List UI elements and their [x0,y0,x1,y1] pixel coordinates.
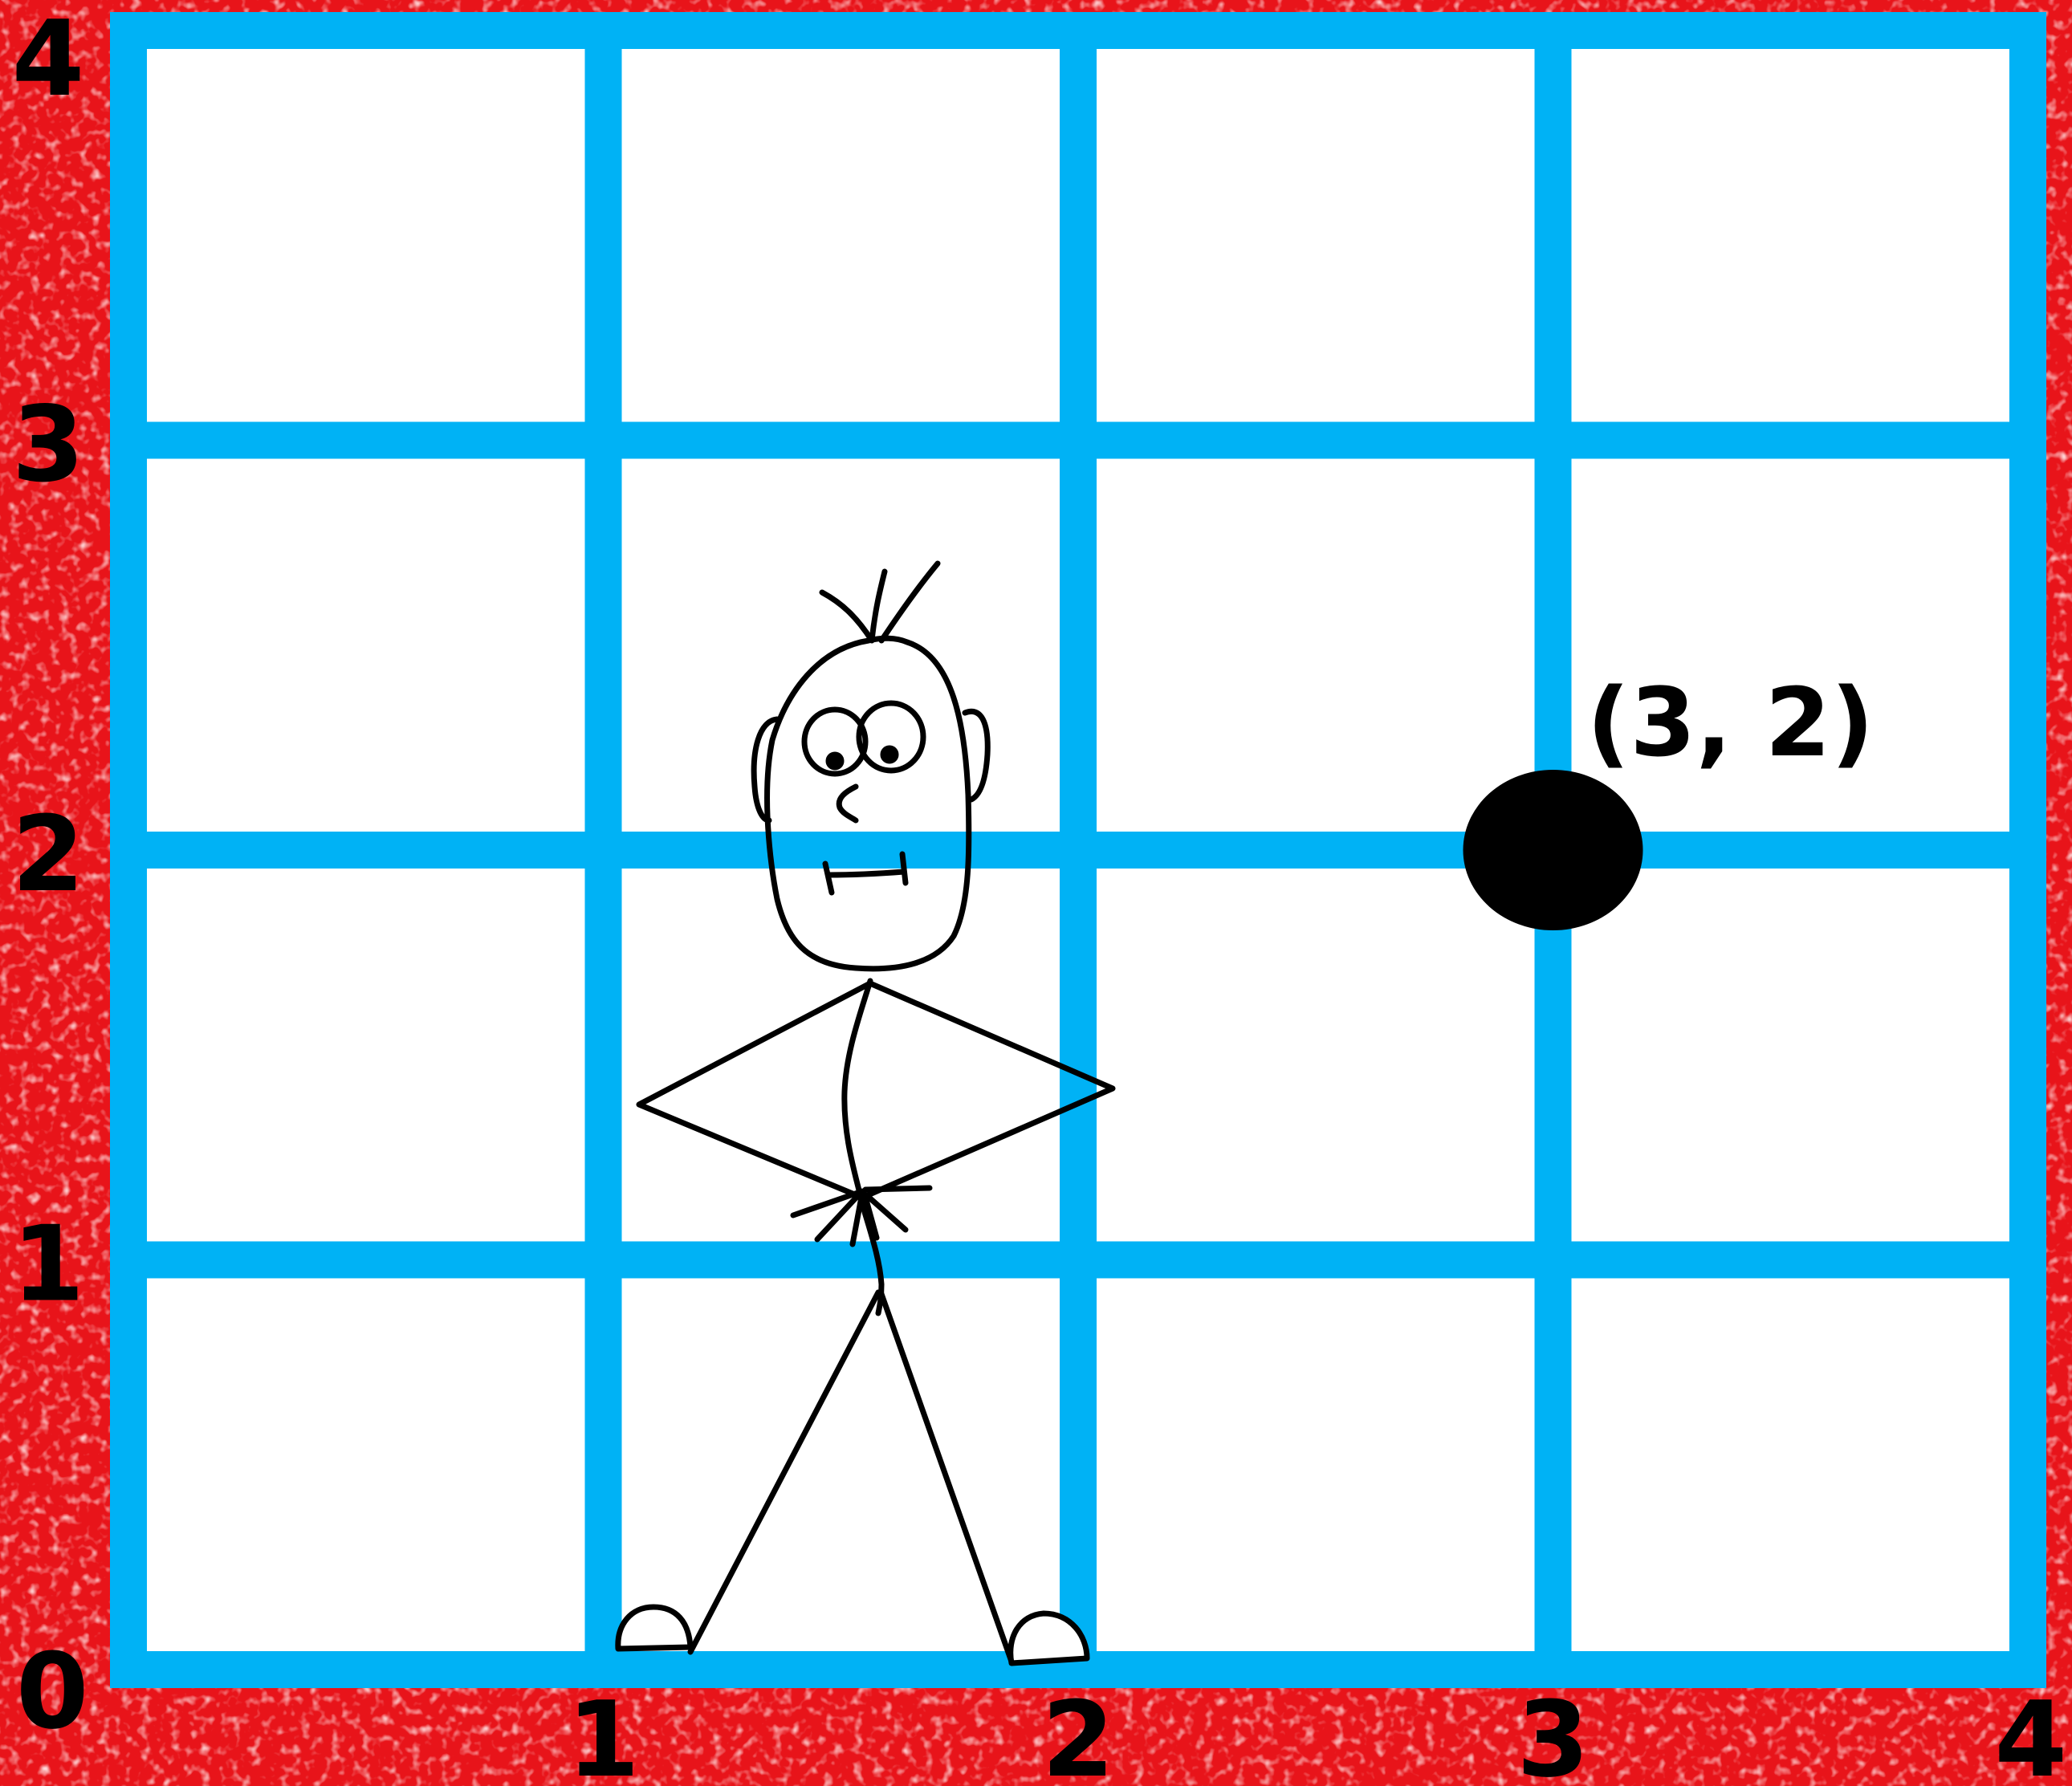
right-pupil [883,748,896,761]
x-axis-tick-label: 4 [1995,1678,2067,1786]
left-shoe [618,1607,690,1649]
plotted-point [1463,770,1643,930]
grid-line-horizontal [110,832,2046,869]
left-pupil [828,755,841,767]
y-axis-tick-label: 1 [12,1203,84,1325]
grid-line-horizontal [110,1242,2046,1279]
y-axis-tick-label: 2 [12,793,84,915]
grid-line-horizontal [110,422,2046,459]
x-axis-tick-label: 0 [16,1630,88,1752]
x-axis-tick-label: 3 [1516,1678,1589,1786]
point-label: (3, 2) [1587,667,1875,778]
y-axis-tick-label: 4 [12,0,84,120]
grid-line-horizontal [110,12,2046,49]
y-axis-tick-label: 3 [12,384,84,506]
x-axis-tick-label: 2 [1042,1678,1114,1786]
x-axis-tick-label: 1 [567,1678,639,1786]
